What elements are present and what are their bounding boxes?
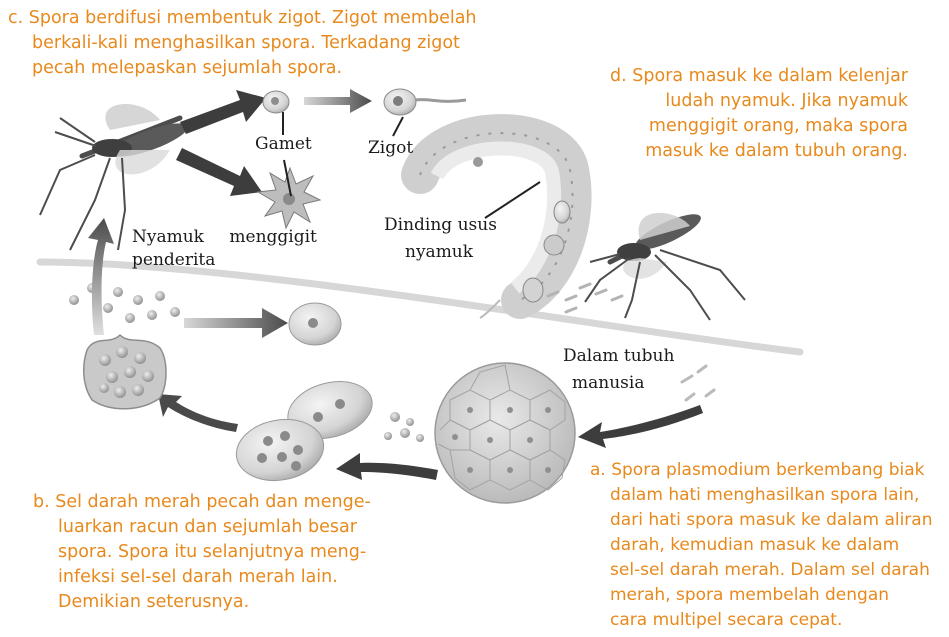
- cycle-arrow-icon: [88, 218, 114, 335]
- caption-line: ludah nyamuk. Jika nyamuk: [602, 89, 908, 114]
- arrow-to-liver: [578, 405, 703, 448]
- arrow-to-burst: [158, 394, 238, 432]
- caption-line: pecah melepaskan sejumlah spora.: [8, 56, 508, 81]
- caption-line: c. Spora berdifusi membentuk zigot. Zigo…: [8, 6, 508, 31]
- caption-line: d. Spora masuk ke dalam kelenjar: [602, 64, 908, 89]
- label-nyamuk-menggigit: Nyamuk menggigit: [132, 226, 317, 249]
- caption-line: merah, spora membelah dengan: [590, 583, 942, 608]
- caption-line: b. Sel darah merah pecah dan menge-: [33, 490, 403, 515]
- star-gamete-icon: [258, 160, 320, 228]
- caption-line: menggigit orang, maka spora: [602, 114, 908, 139]
- caption-line: darah, kemudian masuk ke dalam: [590, 533, 942, 558]
- mosquito-icon: [585, 208, 745, 320]
- caption-line: a. Spora plasmodium berkembang biak: [590, 458, 942, 483]
- gamete-cell-icon: [263, 91, 289, 135]
- caption-line: masuk ke dalam tubuh orang.: [602, 139, 908, 164]
- caption-line: luarkan racun dan sejumlah besar: [33, 515, 403, 540]
- burst-cell-icon: [84, 335, 166, 409]
- caption-line: dalam hati menghasilkan spora lain,: [590, 483, 942, 508]
- caption-line: berkali-kali menghasilkan spora. Terkada…: [8, 31, 508, 56]
- body-boundary-line: [40, 262, 800, 352]
- caption-a: a. Spora plasmodium berkembang biak dala…: [590, 458, 942, 633]
- spore-dots: [69, 283, 180, 323]
- caption-line: cara multipel secara cepat.: [590, 608, 942, 633]
- spore-dots: [384, 412, 424, 442]
- caption-line: spora. Spora itu selanjutnya meng-: [33, 540, 403, 565]
- caption-line: infeksi sel-sel darah merah lain.: [33, 565, 403, 590]
- caption-c: c. Spora berdifusi membentuk zigot. Zigo…: [8, 6, 508, 81]
- label-dinding-usus: Dinding usus: [384, 214, 497, 237]
- caption-line: sel-sel darah merah. Dalam sel darah: [590, 558, 942, 583]
- caption-d: d. Spora masuk ke dalam kelenjar ludah n…: [602, 64, 908, 164]
- arrow-to-single-cell: [184, 308, 288, 338]
- sporozoite-dashes: [682, 366, 714, 400]
- label-zigot: Zigot: [368, 137, 413, 160]
- arrow-to-rbc: [336, 453, 438, 480]
- label-penderita: penderita: [132, 249, 215, 272]
- label-nyamuk-usus: nyamuk: [405, 241, 473, 264]
- label-gamet: Gamet: [255, 133, 312, 156]
- arrow-to-star: [176, 148, 262, 196]
- arrow-gamet-to-zigot: [304, 89, 372, 113]
- red-blood-cell-icon: [289, 303, 341, 345]
- arrow-to-gamet: [180, 90, 266, 134]
- label-dalam-tubuh: Dalam tubuh: [563, 345, 674, 368]
- caption-line: Demikian seterusnya.: [33, 590, 403, 615]
- label-manusia: manusia: [572, 372, 644, 395]
- liver-tissue-icon: [435, 363, 575, 503]
- caption-line: dari hati spora masuk ke dalam aliran: [590, 508, 942, 533]
- caption-b: b. Sel darah merah pecah dan menge- luar…: [33, 490, 403, 615]
